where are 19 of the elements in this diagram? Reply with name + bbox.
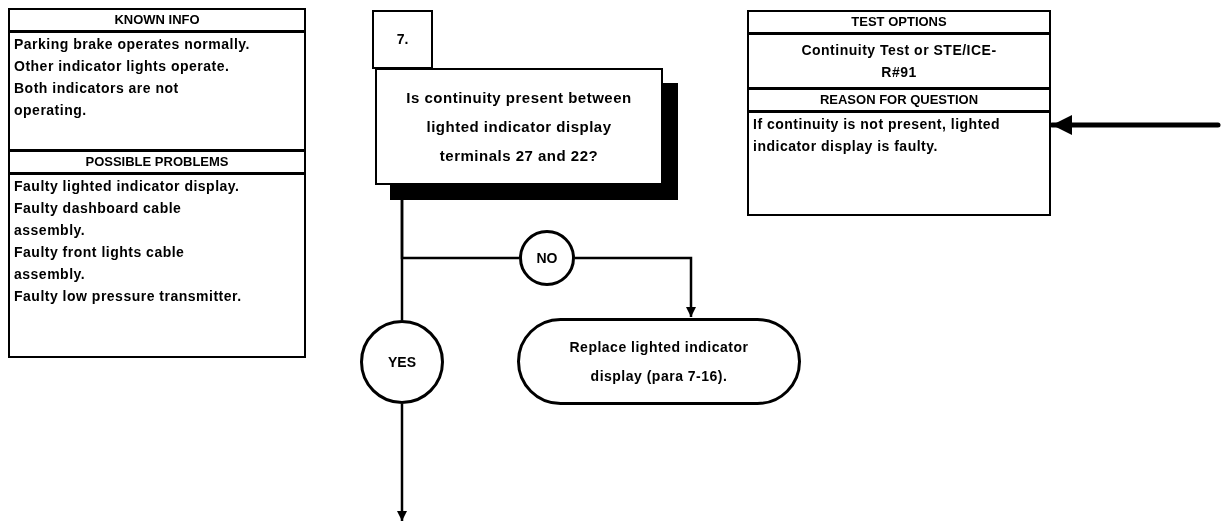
table-text: Faulty dashboard cable assembly. [14, 198, 183, 240]
action-terminal: Replace lighted indicator display (para 7-16). [517, 318, 801, 405]
table-heading: POSSIBLE PROBLEMS [10, 148, 304, 175]
table-text: Continuity Test or STE/ICE-R#91 [800, 41, 998, 82]
table-text: Faulty lighted indicator display. [14, 176, 241, 196]
connector-arrow [397, 404, 407, 521]
table-text: Faulty front lights cable assembly. [14, 242, 186, 284]
table-text: Both indicators are not operating. [14, 79, 180, 120]
table-text: Faulty low pressure transmitter. [14, 286, 243, 306]
table-text: If continuity is not present, lighted indicator display is faulty. [753, 115, 1002, 156]
table-heading: REASON FOR QUESTION [749, 87, 1049, 113]
table-heading: KNOWN INFO [10, 10, 304, 33]
table-heading: TEST OPTIONS [749, 12, 1049, 35]
step-number-box: 7. [372, 10, 433, 69]
connector-arrow [575, 256, 696, 317]
info-table [8, 8, 306, 358]
table-text: Other indicator lights operate. [14, 57, 231, 76]
table-text: Parking brake operates normally. [14, 35, 251, 54]
test-options-table [747, 10, 1051, 216]
